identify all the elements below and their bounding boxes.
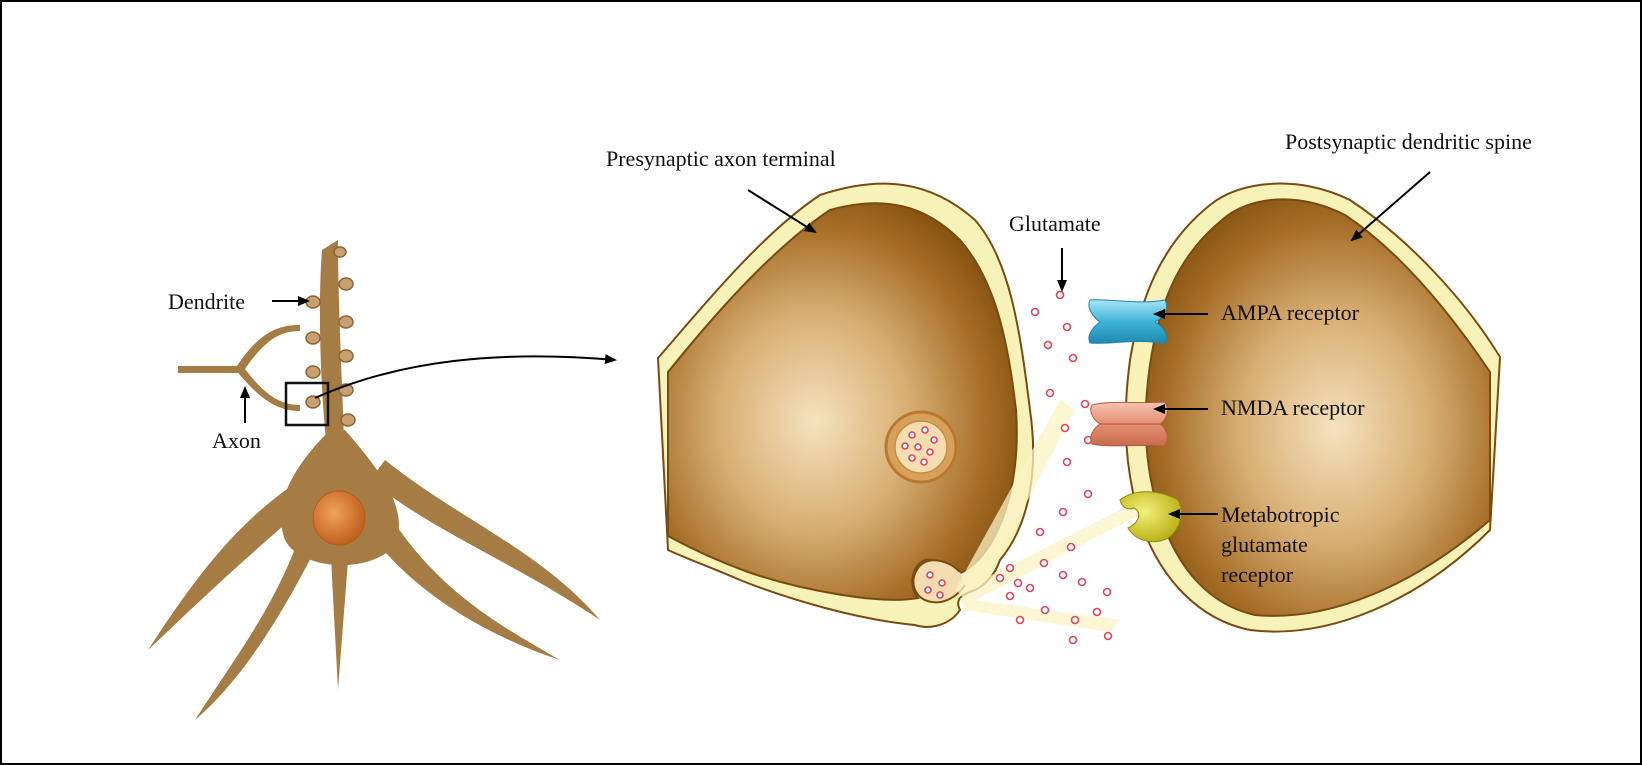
axon-label: Axon — [212, 429, 261, 452]
metabotropic-label-line-1: Metabotropic — [1221, 500, 1340, 530]
postsynaptic-label: Postsynaptic dendritic spine — [1285, 130, 1532, 153]
metabotropic-label-line-2: glutamate — [1221, 530, 1340, 560]
nmda-label: NMDA receptor — [1221, 396, 1365, 419]
ampa-label: AMPA receptor — [1221, 301, 1359, 324]
ampa-receptor-shape — [1089, 300, 1167, 344]
neuron-process-left — [148, 480, 300, 650]
presynaptic-terminal — [668, 203, 1017, 600]
dendrite-label: Dendrite — [168, 290, 245, 313]
neuron-dendrite-trunk — [320, 240, 344, 440]
neuron-nucleus — [313, 491, 365, 545]
metabotropic-label-line-3: receptor — [1221, 560, 1340, 590]
presynaptic-label: Presynaptic axon terminal — [606, 147, 836, 170]
neuron-axon — [178, 366, 238, 373]
metabotropic-label: Metabotropic glutamate receptor — [1221, 500, 1340, 590]
glutamate-label: Glutamate — [1009, 212, 1101, 235]
zoom-connector-arrow — [315, 356, 615, 398]
